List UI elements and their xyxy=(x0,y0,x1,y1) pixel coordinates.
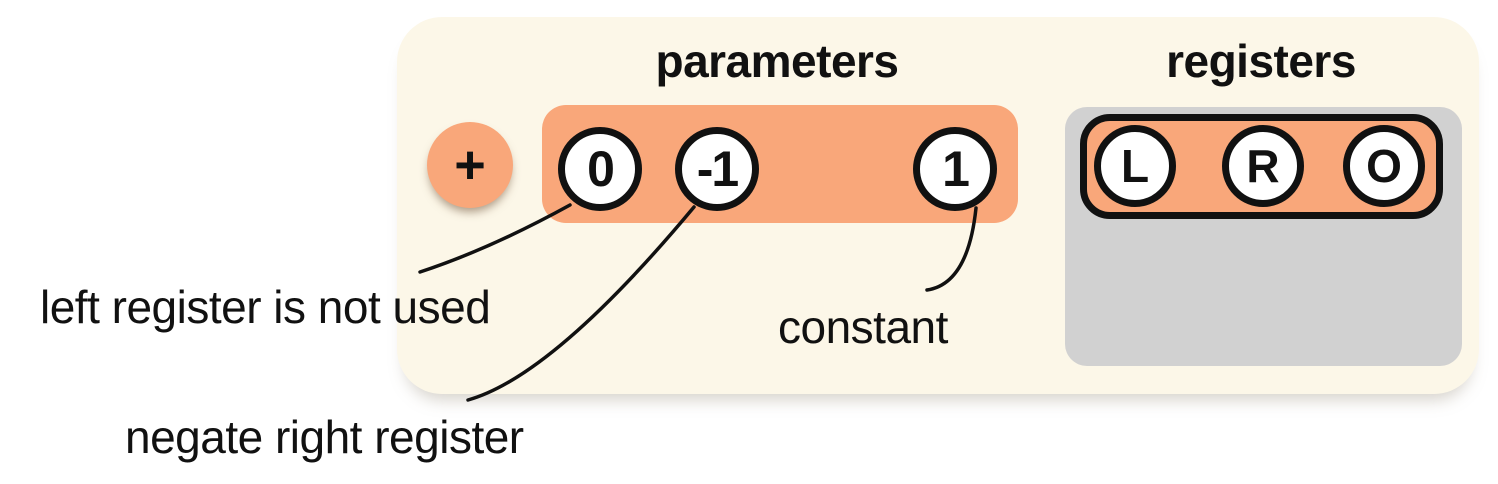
annotation-negate-right: negate right register xyxy=(125,411,524,463)
operator-circle: + xyxy=(427,122,513,208)
parameters-heading: parameters xyxy=(655,35,899,87)
annotation-constant: constant xyxy=(778,301,948,353)
register-slot-left: L xyxy=(1094,125,1176,207)
param-value: 0 xyxy=(587,141,615,197)
param-value: 1 xyxy=(942,141,970,197)
param-slot-right-register: -1 xyxy=(675,127,759,211)
register-value: R xyxy=(1246,140,1280,192)
annotation-left-unused: left register is not used xyxy=(40,281,491,333)
param-value: -1 xyxy=(696,141,739,197)
param-slot-left-register: 0 xyxy=(558,127,642,211)
parameters-bar: 0 -1 1 xyxy=(542,105,1018,223)
register-value: L xyxy=(1120,140,1150,192)
plus-icon: + xyxy=(454,135,486,195)
param-slot-constant: 1 xyxy=(913,127,997,211)
registers-box: L R O xyxy=(1065,107,1462,366)
register-slot-right: R xyxy=(1222,125,1304,207)
registers-heading: registers xyxy=(1166,35,1356,87)
register-value: O xyxy=(1366,140,1402,192)
register-slot-output: O xyxy=(1343,125,1425,207)
